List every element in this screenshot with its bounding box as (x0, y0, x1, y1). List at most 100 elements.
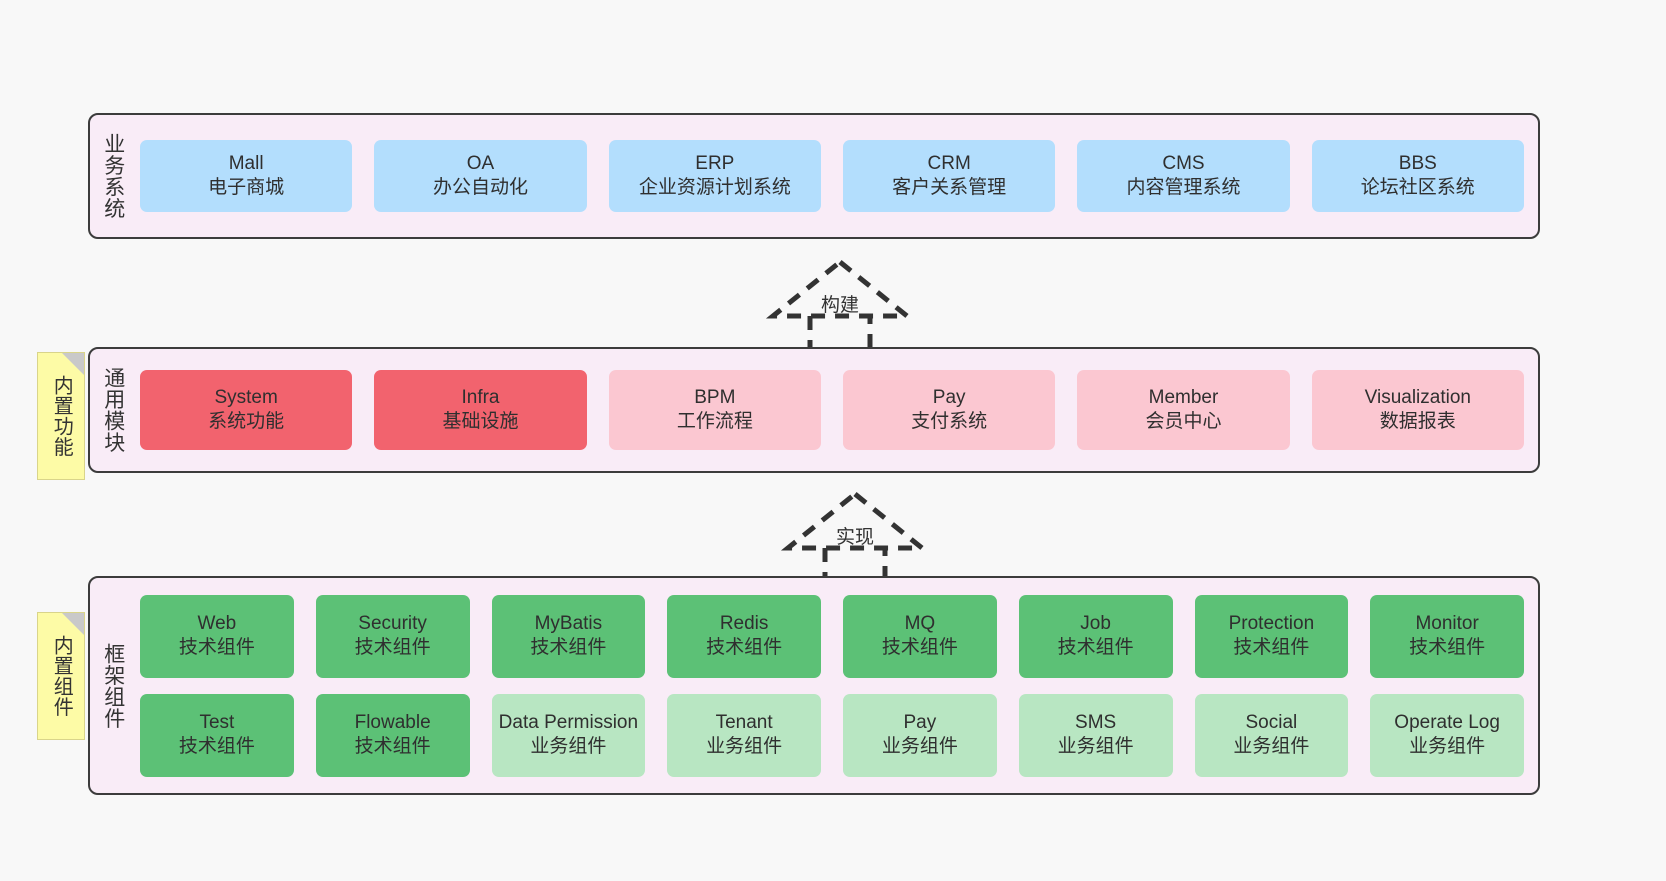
note-label: 内置组件 (50, 635, 73, 717)
node-label-en: Web (197, 612, 237, 634)
layer-common-module[interactable]: 通用模块 System 系统功能 Infra 基础设施 BPM 工作流程 Pay… (88, 347, 1540, 473)
node-erp[interactable]: ERP 企业资源计划系统 (608, 140, 821, 212)
node-label-en: Infra (461, 386, 500, 408)
node-label-en: Test (199, 711, 235, 733)
node-label-en: MQ (904, 612, 936, 634)
node-label-zh: 客户关系管理 (892, 177, 1007, 198)
row: Test 技术组件 Flowable 技术组件 Data Permission … (140, 693, 1524, 777)
layer-framework-component[interactable]: 框架组件 Web 技术组件 Security 技术组件 MyBatis 技术组件… (88, 576, 1540, 795)
node-label-zh: 企业资源计划系统 (638, 177, 791, 198)
layer-body-common-module: System 系统功能 Infra 基础设施 BPM 工作流程 Pay 支付系统… (136, 349, 1538, 471)
node-sms[interactable]: SMS 业务组件 (1018, 693, 1173, 777)
layer-title-common-module: 通用模块 (101, 367, 125, 453)
node-mybatis[interactable]: MyBatis 技术组件 (491, 594, 646, 678)
node-label-en: Pay (903, 711, 937, 733)
node-label-en: MyBatis (534, 612, 603, 634)
node-tenant[interactable]: Tenant 业务组件 (667, 693, 821, 777)
node-label-en: CMS (1162, 152, 1205, 174)
node-label-en: Mall (228, 152, 264, 174)
node-job[interactable]: Job 技术组件 (1018, 594, 1173, 678)
node-bbs[interactable]: BBS 论坛社区系统 (1311, 140, 1524, 212)
node-system[interactable]: System 系统功能 (140, 370, 353, 450)
layer-body-framework-component: Web 技术组件 Security 技术组件 MyBatis 技术组件 Redi… (136, 578, 1538, 793)
arrow-build: 构建 (755, 254, 925, 354)
row: Web 技术组件 Security 技术组件 MyBatis 技术组件 Redi… (140, 594, 1524, 678)
arrow-implement: 实现 (770, 486, 940, 586)
node-label-en: Operate Log (1394, 711, 1500, 733)
node-label-zh: 技术组件 (178, 637, 255, 658)
node-member[interactable]: Member 会员中心 (1077, 370, 1290, 450)
node-label-zh: 技术组件 (354, 637, 431, 658)
node-operate-log[interactable]: Operate Log 业务组件 (1370, 693, 1524, 777)
node-label-en: Security (358, 612, 427, 634)
row: Mall 电子商城 OA 办公自动化 ERP 企业资源计划系统 CRM 客户关系… (140, 140, 1524, 212)
node-label-en: Monitor (1415, 612, 1479, 634)
note-builtin-component[interactable]: 内置组件 (37, 612, 85, 740)
node-monitor[interactable]: Monitor 技术组件 (1370, 594, 1524, 678)
node-infra[interactable]: Infra 基础设施 (374, 370, 587, 450)
node-test[interactable]: Test 技术组件 (140, 693, 294, 777)
node-social[interactable]: Social 业务组件 (1194, 693, 1349, 777)
node-label-en: SMS (1075, 711, 1117, 733)
node-label-zh: 技术组件 (1233, 637, 1310, 658)
node-pay[interactable]: Pay 支付系统 (842, 370, 1056, 450)
node-label-zh: 业务组件 (1409, 736, 1486, 757)
node-data-permission[interactable]: Data Permission 业务组件 (491, 693, 646, 777)
node-label-zh: 基础设施 (442, 411, 519, 432)
arrow-build-label: 构建 (820, 295, 859, 316)
node-label-zh: 系统功能 (208, 411, 285, 432)
note-label: 内置功能 (50, 375, 73, 457)
node-security[interactable]: Security 技术组件 (315, 594, 470, 678)
arrow-implement-label: 实现 (835, 527, 874, 548)
node-flowable[interactable]: Flowable 技术组件 (315, 693, 470, 777)
node-label-zh: 工作流程 (676, 411, 753, 432)
node-label-zh: 电子商城 (208, 177, 285, 198)
node-label-en: Redis (719, 612, 769, 634)
node-label-zh: 技术组件 (706, 637, 783, 658)
node-label-en: CRM (927, 152, 971, 174)
node-label-zh: 技术组件 (354, 736, 431, 757)
node-label-zh: 技术组件 (881, 637, 958, 658)
layer-body-business-system: Mall 电子商城 OA 办公自动化 ERP 企业资源计划系统 CRM 客户关系… (136, 115, 1538, 237)
layer-business-system[interactable]: 业务系统 Mall 电子商城 OA 办公自动化 ERP 企业资源计划系统 CRM… (88, 113, 1540, 239)
layer-title-framework-component: 框架组件 (101, 642, 125, 729)
node-visualization[interactable]: Visualization 数据报表 (1311, 370, 1524, 450)
node-label-zh: 业务组件 (706, 736, 783, 757)
node-label-en: Member (1148, 386, 1219, 408)
node-label-zh: 技术组件 (1409, 637, 1486, 658)
node-mall[interactable]: Mall 电子商城 (140, 140, 353, 212)
node-label-en: Pay (932, 386, 966, 408)
arrow-build-glyph (765, 258, 915, 353)
arrow-implement-glyph (780, 490, 930, 585)
node-label-zh: 技术组件 (178, 736, 255, 757)
node-label-en: Data Permission (498, 711, 639, 733)
node-label-en: Flowable (354, 711, 431, 733)
node-label-zh: 支付系统 (911, 411, 988, 432)
node-label-zh: 办公自动化 (432, 177, 528, 198)
node-label-en: System (214, 386, 278, 408)
node-label-en: BBS (1398, 152, 1437, 174)
node-bpm[interactable]: BPM 工作流程 (608, 370, 821, 450)
node-label-zh: 技术组件 (530, 637, 607, 658)
node-label-en: BPM (694, 386, 736, 408)
node-cms[interactable]: CMS 内容管理系统 (1077, 140, 1290, 212)
node-label-zh: 内容管理系统 (1126, 177, 1241, 198)
node-protection[interactable]: Protection 技术组件 (1194, 594, 1349, 678)
layer-title-business-system: 业务系统 (101, 133, 125, 219)
node-label-zh: 业务组件 (530, 736, 607, 757)
node-mq[interactable]: MQ 技术组件 (843, 594, 997, 678)
node-label-en: Job (1080, 612, 1111, 634)
note-builtin-function[interactable]: 内置功能 (37, 352, 85, 480)
node-oa[interactable]: OA 办公自动化 (374, 140, 587, 212)
node-label-zh: 业务组件 (1233, 736, 1310, 757)
node-label-zh: 会员中心 (1145, 411, 1222, 432)
node-label-en: Protection (1228, 612, 1315, 634)
node-redis[interactable]: Redis 技术组件 (667, 594, 821, 678)
node-crm[interactable]: CRM 客户关系管理 (842, 140, 1056, 212)
note-fold-corner-icon (62, 353, 84, 375)
node-label-zh: 数据报表 (1379, 411, 1456, 432)
note-fold-corner-icon (62, 613, 84, 635)
node-web[interactable]: Web 技术组件 (140, 594, 294, 678)
node-pay-business[interactable]: Pay 业务组件 (843, 693, 997, 777)
